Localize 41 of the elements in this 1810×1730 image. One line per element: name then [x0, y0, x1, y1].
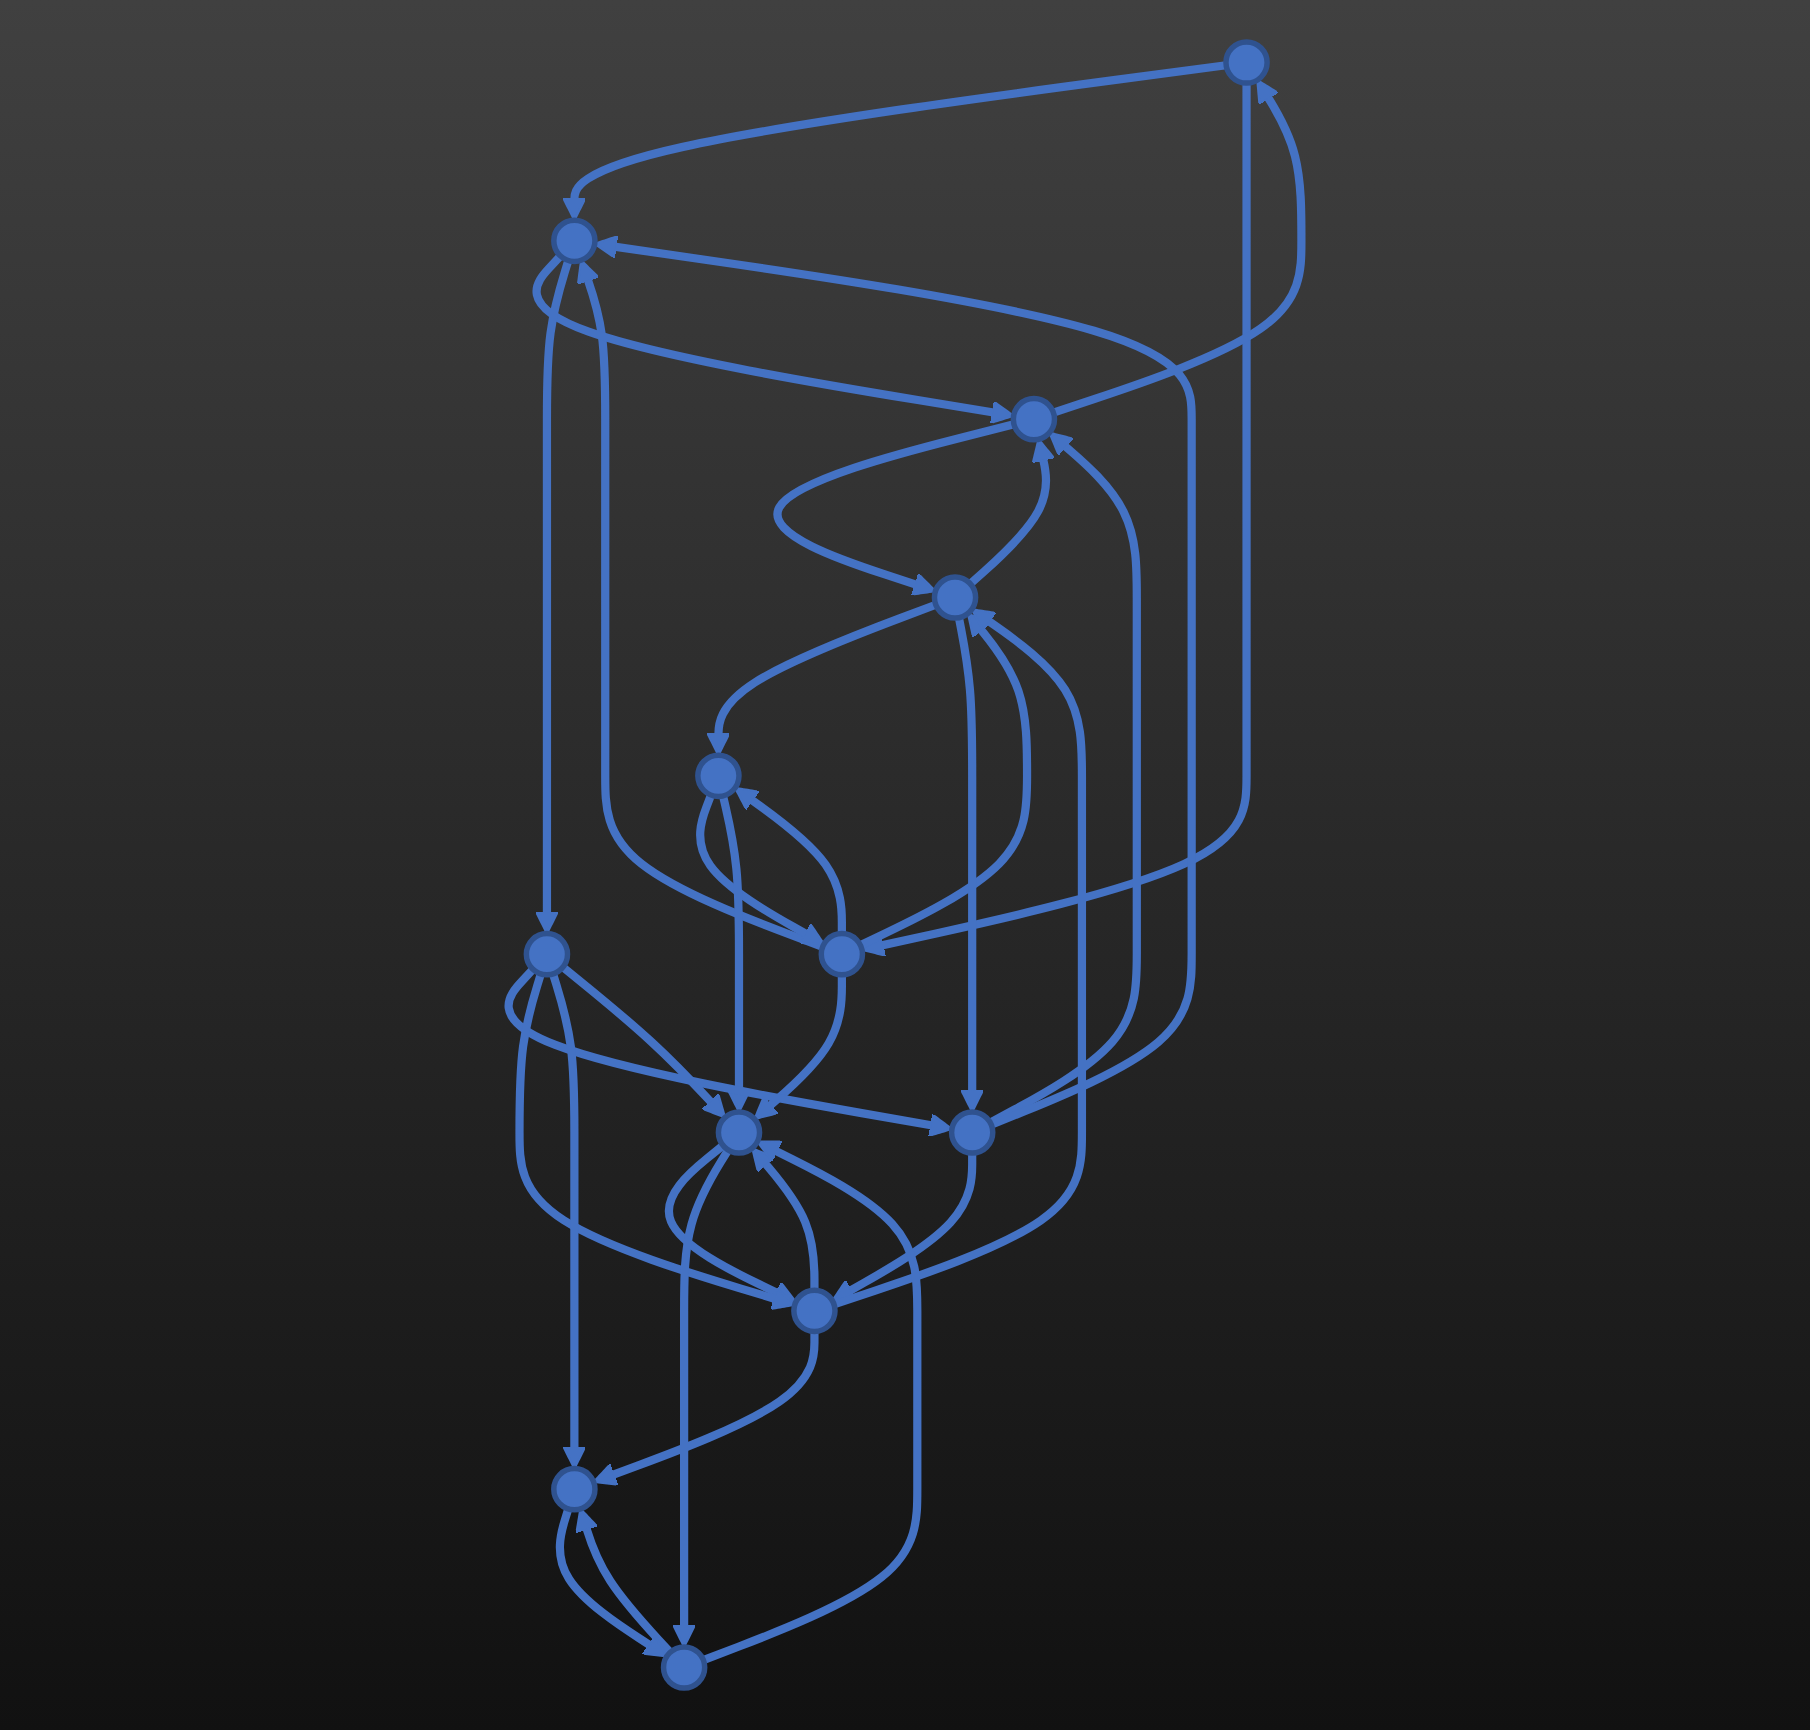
arrow [592, 1331, 819, 1486]
arrow [575, 1507, 674, 1656]
node-circle [791, 1287, 838, 1335]
node-circle [948, 1109, 996, 1156]
node-circle [551, 217, 598, 265]
arrow [549, 972, 587, 1470]
arrow [562, 61, 1227, 222]
arrow [831, 1153, 977, 1302]
arrow [954, 616, 985, 1113]
node-circle [695, 752, 742, 800]
node-circle [818, 930, 866, 978]
arrow [701, 1140, 922, 1664]
arrow [534, 259, 573, 935]
arrow [664, 1142, 797, 1304]
arrow [515, 972, 796, 1311]
arrow [593, 234, 1196, 1129]
arrow [860, 83, 1251, 957]
arrow [560, 963, 727, 1119]
arrow [858, 612, 1032, 949]
node-circle [660, 1644, 708, 1691]
arrow [719, 794, 752, 1113]
arrow [696, 793, 826, 946]
arrow [967, 438, 1056, 587]
arrow [753, 974, 846, 1121]
arrow [532, 253, 1015, 425]
node-circle [551, 1465, 598, 1513]
arrow [832, 608, 1087, 1309]
arrow [1052, 78, 1306, 417]
node-circle [1223, 39, 1270, 86]
node-circle [523, 930, 571, 978]
node-circle [1010, 395, 1058, 443]
arrow [734, 786, 846, 934]
arrow [751, 1147, 819, 1291]
arrow [773, 420, 1015, 596]
arrow [672, 1147, 732, 1648]
arrow [555, 1507, 668, 1658]
node-circle [931, 574, 979, 621]
arrow [504, 966, 953, 1138]
arrow [576, 259, 825, 951]
arrow [706, 600, 938, 757]
node-circle [715, 1109, 763, 1156]
